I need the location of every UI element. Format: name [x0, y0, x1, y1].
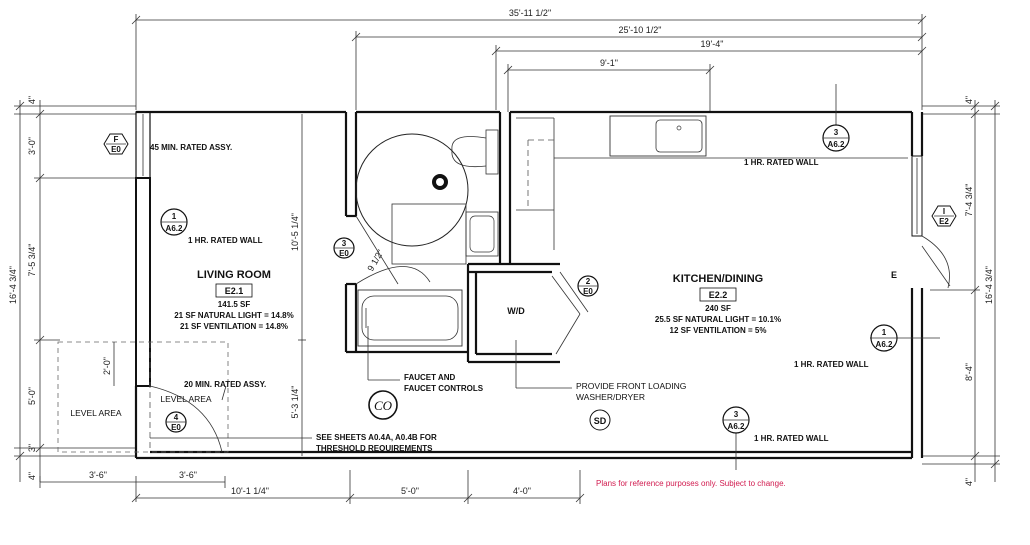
dim-right-total: 16'-4 3/4": [984, 266, 994, 304]
tag-f-bottom: E0: [111, 145, 121, 154]
dim-counter: 9'-1": [600, 58, 618, 68]
kitchen-light: 25.5 SF NATURAL LIGHT = 10.1%: [655, 315, 781, 324]
right-dimensions: 4" 7'-4 3/4" 16'-4 3/4" 8'-4" 4": [922, 96, 1000, 486]
living-room-light: 21 SF NATURAL LIGHT = 14.8%: [174, 311, 294, 320]
dim-left-top-4: 4": [27, 96, 37, 104]
tag-a62-right-top: 1: [882, 328, 887, 337]
dim-right-8-4: 8'-4": [964, 363, 974, 381]
dim-left-5-0: 5'-0": [27, 387, 37, 405]
sd-symbol: SD: [589, 409, 611, 431]
living-room-vent: 21 SF VENTILATION = 14.8%: [180, 322, 288, 331]
dim-right-span: 25'-10 1/2": [619, 25, 662, 35]
dim-bath-5-3: 5'-3 1/4": [290, 386, 300, 419]
note-threshold-1: SEE SHEETS A0.4A, A0.4B FOR: [316, 433, 437, 442]
note-20-min: 20 MIN. RATED ASSY.: [184, 380, 266, 389]
fixtures: [57, 115, 951, 453]
level-area-right: LEVEL AREA: [160, 394, 212, 404]
tag-a62-bottom-bottom: A6.2: [728, 422, 745, 431]
electrical-mark: E: [891, 270, 897, 280]
tag-e0-level: 4 E0: [165, 411, 187, 433]
dim-right-top-4: 4": [964, 96, 974, 104]
note-1hr-bottom: 1 HR. RATED WALL: [754, 434, 829, 443]
tag-a62-top-top: 3: [834, 128, 839, 137]
co-label: CO: [374, 398, 393, 413]
bottom-dimensions: 3'-6" 3'-6" 10'-1 1/4" 5'-0" 4'-0": [39, 470, 585, 504]
tag-f-top: F: [114, 135, 119, 144]
dim-bath-10-5: 10'-5 1/4": [290, 213, 300, 251]
kitchen-vent: 12 SF VENTILATION = 5%: [670, 326, 767, 335]
wd-label: W/D: [507, 306, 525, 316]
dim-left-3: 3": [27, 444, 37, 452]
dim-bottom-4-0: 4'-0": [513, 486, 531, 496]
dim-bottom-5-0: 5'-0": [401, 486, 419, 496]
dim-left-7-5: 7'-5 3/4": [27, 244, 37, 277]
tag-a62-right: 1 A6.2: [870, 324, 898, 352]
dim-door-2-0: 2'-0": [102, 357, 112, 375]
dim-left-bottom-4: 4": [27, 472, 37, 480]
note-threshold-2: THRESHOLD REQUIREMENTS: [316, 444, 433, 453]
note-1hr-right: 1 HR. RATED WALL: [794, 360, 869, 369]
note-washer-2: WASHER/DRYER: [576, 392, 645, 402]
sd-label: SD: [594, 416, 607, 426]
note-1hr-top: 1 HR. RATED WALL: [744, 158, 819, 167]
dim-overall: 35'-11 1/2": [509, 8, 551, 18]
tag-a62-top-bottom: A6.2: [828, 140, 845, 149]
tag-f-e0: F E0: [103, 133, 129, 155]
tag-a62-living: 1 A6.2: [160, 208, 188, 236]
tag-e2-bottom: E2: [939, 217, 949, 226]
level-area-left: LEVEL AREA: [70, 408, 122, 418]
living-room-code: E2.1: [225, 286, 244, 296]
tag-e0-level-bottom: E0: [171, 423, 181, 432]
dim-right-bottom-4: 4": [964, 478, 974, 486]
tag-e0-kitchen-bottom: E0: [583, 287, 593, 296]
tag-a62-right-bottom: A6.2: [876, 340, 893, 349]
kitchen-code: E2.2: [709, 290, 728, 300]
note-45-min: 45 MIN. RATED ASSY.: [150, 143, 232, 152]
kitchen-name: KITCHEN/DINING: [673, 273, 763, 285]
tag-a62-top: 3 A6.2: [822, 124, 850, 152]
kitchen-area: 240 SF: [705, 304, 731, 313]
walls: [134, 110, 924, 460]
tag-e0-kitchen: 2 E0: [577, 275, 599, 297]
dim-bottom-3-6b: 3'-6": [179, 470, 197, 480]
kitchen-label: KITCHEN/DINING E2.2 240 SF 25.5 SF NATUR…: [655, 273, 781, 335]
disclaimer: Plans for reference purposes only. Subje…: [596, 479, 786, 488]
tag-e2-top: I: [943, 207, 945, 216]
tag-e0-bath-top: 3: [342, 239, 347, 248]
note-faucet-2: FAUCET CONTROLS: [404, 384, 484, 393]
top-dimensions: 35'-11 1/2" 25'-10 1/2" 19'-4" 9'-1": [131, 8, 927, 112]
co-symbol: CO: [368, 390, 398, 420]
tag-e0-bath: 3 E0: [333, 237, 355, 259]
note-washer-1: PROVIDE FRONT LOADING: [576, 381, 686, 391]
dim-door-9-5: 9 1/2": [365, 248, 385, 273]
dim-left-total: 16'-4 3/4": [8, 266, 18, 304]
tag-a62-bottom-top: 3: [734, 410, 739, 419]
living-room-name: LIVING ROOM: [197, 269, 271, 281]
tag-e2-right: I E2: [931, 205, 957, 227]
dim-bottom-3-6a: 3'-6": [89, 470, 107, 480]
note-1hr-living: 1 HR. RATED WALL: [188, 236, 263, 245]
note-faucet-1: FAUCET AND: [404, 373, 455, 382]
tag-a62-living-top: 1: [172, 212, 177, 221]
living-room-label: LIVING ROOM E2.1 141.5 SF 21 SF NATURAL …: [174, 269, 294, 331]
tag-e0-kitchen-top: 2: [586, 277, 591, 286]
tag-a62-living-bottom: A6.2: [166, 224, 183, 233]
dim-left-3-0: 3'-0": [27, 137, 37, 155]
dim-right-7-4: 7'-4 3/4": [964, 184, 974, 217]
dim-kitchen-span: 19'-4": [701, 39, 724, 49]
living-room-area: 141.5 SF: [218, 300, 251, 309]
tag-a62-bottom: 3 A6.2: [722, 406, 750, 434]
dim-bottom-10-1: 10'-1 1/4": [231, 486, 269, 496]
tag-e0-level-top: 4: [174, 413, 179, 422]
left-dimensions: 4" 3'-0" 7'-5 3/4" 16'-4 3/4" 5'-0" 3" 4…: [8, 96, 136, 482]
tag-e0-bath-bottom: E0: [339, 249, 349, 258]
